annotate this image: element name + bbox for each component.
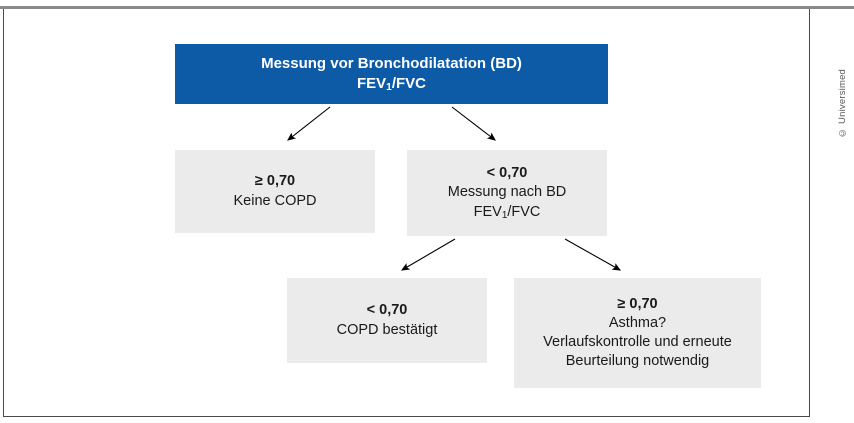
node-asthma-detail-1: Verlaufskontrolle und erneute (543, 334, 732, 350)
node-asthma-detail-2: Beurteilung notwendig (565, 353, 710, 370)
node-root-line-1: Messung vor Bronchodilatation (BD) (261, 55, 522, 73)
node-root-line-2-post: /FVC (391, 75, 427, 92)
node-post-bd-ratio: FEV1/FVC (474, 203, 541, 222)
node-no-copd-threshold: ≥ 0,70 (254, 173, 296, 190)
node-asthma-threshold: ≥ 0,70 (617, 295, 658, 312)
node-root-line-2-sub: 1 (386, 82, 392, 94)
node-no-copd: ≥ 0,70 Keine COPD (175, 150, 375, 233)
node-post-bd-ratio-post: /FVC (507, 203, 541, 220)
node-measurement-after-bd: < 0,70 Messung nach BD FEV1/FVC (407, 150, 607, 236)
node-copd-confirmed-label: COPD bestätigt (336, 321, 438, 338)
node-copd-confirmed: < 0,70 COPD bestätigt (287, 278, 487, 363)
node-root-line-2: FEV1/FVC (357, 74, 426, 94)
node-post-bd-threshold: < 0,70 (486, 165, 528, 182)
top-rule-divider (0, 6, 854, 9)
node-post-bd-label: Messung nach BD (447, 184, 567, 201)
node-copd-confirmed-threshold: < 0,70 (366, 302, 408, 319)
node-root-line-2-pre: FEV (356, 75, 387, 92)
node-post-bd-ratio-pre: FEV (473, 203, 502, 220)
node-asthma-followup: ≥ 0,70 Asthma? Verlaufskontrolle und ern… (514, 278, 761, 388)
node-no-copd-label: Keine COPD (233, 192, 317, 209)
node-measurement-before-bd: Messung vor Bronchodilatation (BD) FEV1/… (175, 44, 608, 104)
copyright-credit: © Universimed (837, 68, 848, 138)
node-asthma-label: Asthma? (608, 314, 667, 331)
node-post-bd-ratio-sub: 1 (501, 209, 508, 221)
